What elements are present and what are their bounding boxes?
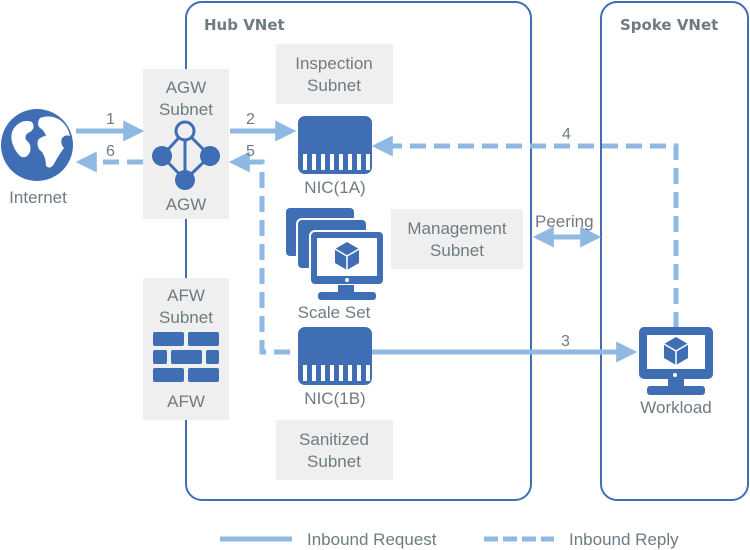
scale-set-label: Scale Set xyxy=(298,303,371,322)
nic-1a-icon xyxy=(298,116,372,174)
inspection-subnet-box xyxy=(276,44,393,104)
agw-subnet-label-1: AGW xyxy=(166,78,207,97)
arrow-step-4 xyxy=(371,135,679,328)
legend-reply-label: Inbound Reply xyxy=(569,530,679,549)
spoke-vnet-title: Spoke VNet xyxy=(620,16,718,34)
legend-request-label: Inbound Request xyxy=(307,530,437,549)
firewall-icon xyxy=(153,332,219,382)
step-3-label: 3 xyxy=(561,333,570,350)
internet-label: Internet xyxy=(9,188,67,207)
nic-1a-label: NIC(1A) xyxy=(304,178,365,197)
afw-node-label: AFW xyxy=(167,392,205,411)
step-5-label: 5 xyxy=(246,143,255,160)
globe-icon xyxy=(1,109,73,181)
sanitized-subnet-box xyxy=(276,420,393,480)
workload-label: Workload xyxy=(640,398,712,417)
agw-subnet-label-2: Subnet xyxy=(159,100,213,119)
inspection-subnet-label-1: Inspection xyxy=(295,54,373,73)
sanitized-subnet-label-1: Sanitized xyxy=(299,430,369,449)
step-4-label: 4 xyxy=(562,126,571,143)
management-subnet-box xyxy=(391,209,523,269)
afw-subnet-box xyxy=(143,278,229,420)
nic-1b-label: NIC(1B) xyxy=(304,389,365,408)
scale-set-icon xyxy=(284,206,385,300)
legend: Inbound Request Inbound Reply xyxy=(220,530,679,549)
workload-vm-icon xyxy=(639,327,713,395)
inspection-subnet-label-2: Subnet xyxy=(307,76,361,95)
spoke-vnet-container xyxy=(600,1,749,501)
afw-subnet-label-1: AFW xyxy=(167,286,205,305)
management-subnet-label-2: Subnet xyxy=(430,241,484,260)
hub-vnet-container xyxy=(185,1,532,501)
afw-subnet-label-2: Subnet xyxy=(159,308,213,327)
step-2-label: 2 xyxy=(246,111,255,128)
step-6-label: 6 xyxy=(106,143,115,160)
step-1-label: 1 xyxy=(106,111,115,128)
arrow-step-5 xyxy=(228,151,290,355)
application-gateway-icon xyxy=(152,120,220,190)
hub-vnet-title: Hub VNet xyxy=(204,16,285,34)
management-subnet-label-1: Management xyxy=(407,219,507,238)
peering-label: Peering xyxy=(535,212,594,231)
nic-1b-icon xyxy=(298,327,372,385)
agw-node-label: AGW xyxy=(166,195,207,214)
sanitized-subnet-label-2: Subnet xyxy=(307,452,361,471)
